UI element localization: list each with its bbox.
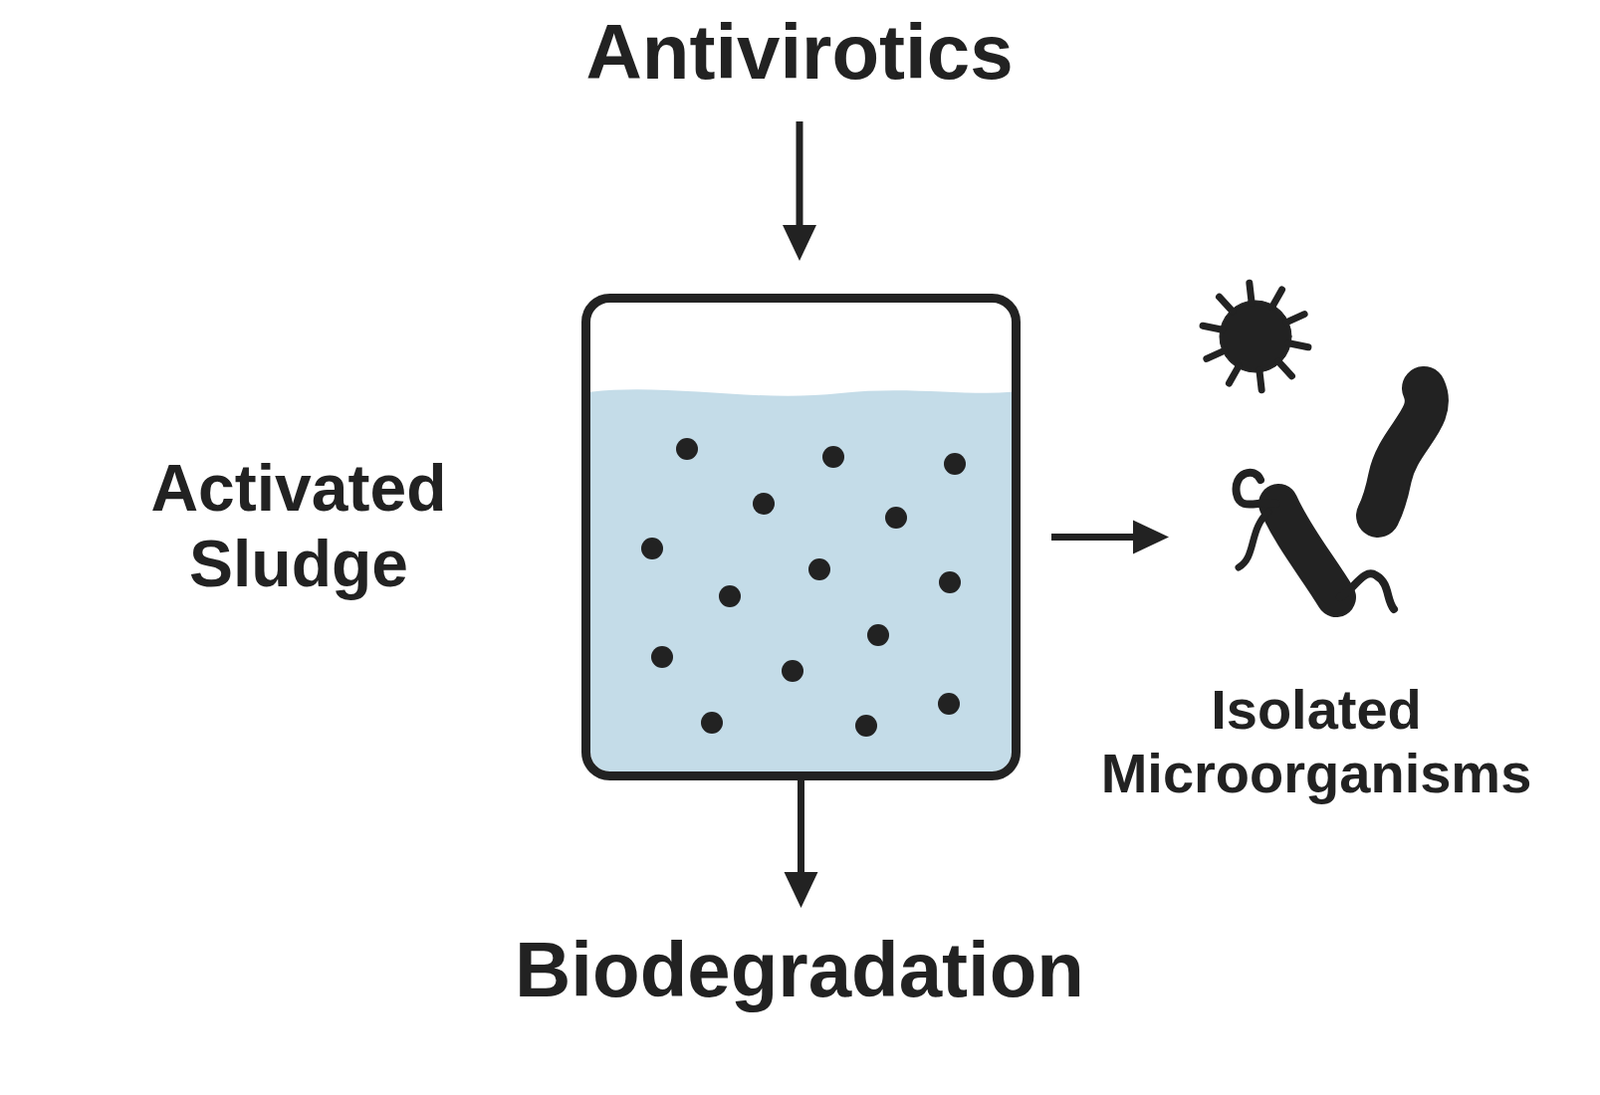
- particle: [718, 585, 741, 608]
- virus-spike: [1278, 361, 1293, 377]
- flagellated-bacterium: [1278, 503, 1337, 598]
- arrow-head: [1133, 520, 1169, 555]
- sludge-water: [590, 389, 1012, 772]
- virus-spike: [1202, 325, 1223, 330]
- stage-label: Antivirotics: [401, 7, 1198, 98]
- arrow-shaft: [1051, 533, 1140, 541]
- particle: [808, 558, 831, 581]
- particle: [943, 453, 966, 475]
- virus-spike: [1286, 314, 1305, 323]
- arrow-shaft: [797, 780, 805, 879]
- virus-spike: [1206, 350, 1225, 359]
- text-node: Biodegradation: [401, 925, 1198, 1016]
- tank-label: Activated Sludge: [89, 451, 508, 603]
- microbe-label: Isolated Microorganisms: [1047, 678, 1586, 807]
- particle: [885, 506, 908, 529]
- tank-illustration: [581, 293, 1021, 781]
- microbe-group: Isolated Microorganisms: [1168, 268, 1588, 827]
- particle: [781, 660, 804, 683]
- particle: [822, 446, 845, 468]
- particle: [752, 492, 775, 515]
- sludge-tank: Activated Sludge: [581, 293, 1021, 781]
- flagellum: [1238, 511, 1269, 568]
- particle: [700, 711, 723, 734]
- flow-arrow: [1051, 520, 1169, 555]
- virus-spike: [1288, 343, 1309, 348]
- particle: [651, 646, 674, 669]
- virus-icon: [1202, 282, 1309, 390]
- arrow-shaft: [796, 121, 804, 231]
- particle: [641, 537, 664, 560]
- virus-spike: [1272, 289, 1283, 307]
- particle: [676, 438, 698, 460]
- sludge-particles: [641, 438, 966, 737]
- flagellum: [1236, 472, 1277, 505]
- virus-spike: [1249, 282, 1252, 303]
- particle: [937, 692, 960, 715]
- flow-arrow: [782, 121, 817, 261]
- flow-arrow: [784, 780, 819, 909]
- flagellum: [1340, 573, 1394, 610]
- text-node: Antivirotics: [401, 7, 1198, 98]
- virus-spike: [1218, 296, 1233, 312]
- arrow-head: [784, 872, 819, 909]
- rod-bacterium: [1377, 388, 1427, 516]
- virus-spike: [1228, 366, 1239, 384]
- stage-label: Biodegradation: [401, 925, 1198, 1016]
- particle: [867, 624, 890, 647]
- particle: [938, 571, 961, 594]
- tank-outline: [586, 298, 1017, 777]
- particle: [855, 714, 878, 737]
- virus-spike: [1259, 370, 1262, 391]
- arrow-head: [782, 225, 817, 261]
